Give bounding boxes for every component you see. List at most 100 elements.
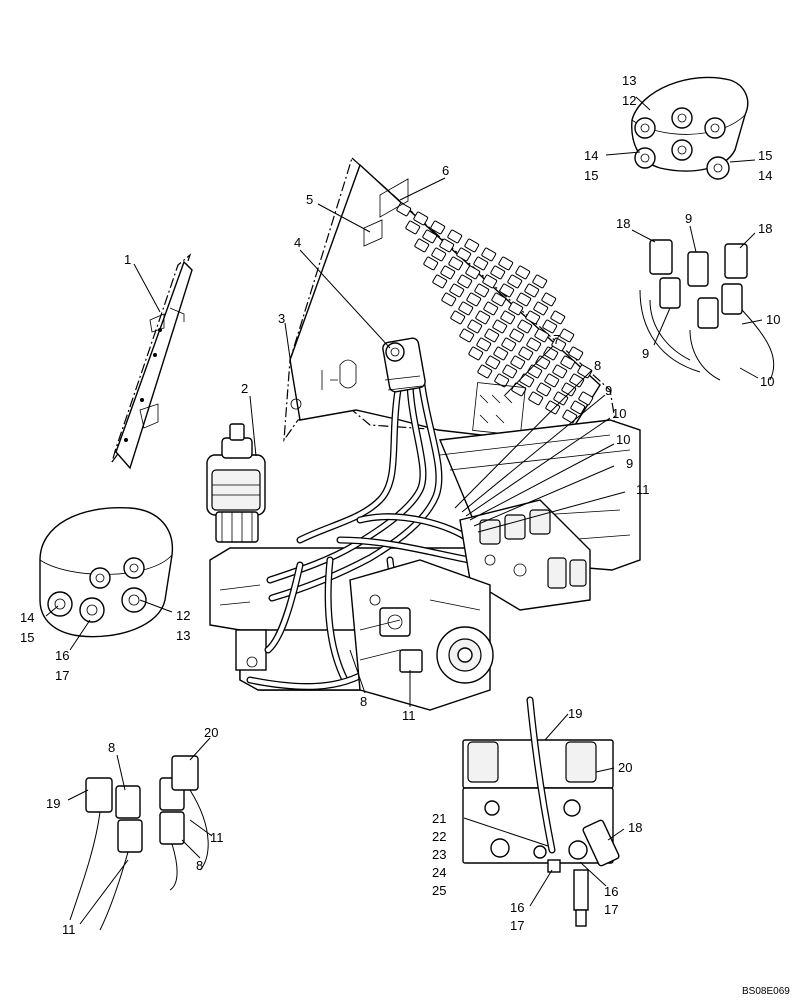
callout-18: 18 [758, 221, 772, 236]
callout-16: 16 [510, 900, 524, 915]
grille-slot [465, 265, 481, 280]
callout-8: 8 [594, 358, 601, 373]
port-fittings [634, 107, 730, 180]
grille-slot [507, 274, 523, 289]
callout-4: 4 [294, 235, 301, 250]
grille-slot [450, 310, 466, 325]
callout-8: 8 [196, 858, 203, 873]
grille-slot [449, 283, 465, 298]
grille-slot [543, 346, 559, 361]
hydraulic-pump [349, 559, 494, 711]
grille-slot [544, 373, 560, 388]
grille-slot [474, 283, 490, 298]
inset-hose-connections-right [639, 239, 775, 381]
grille-slot [468, 346, 484, 361]
grille-slot [510, 355, 526, 370]
callout-17: 17 [604, 902, 618, 917]
callout-22: 22 [432, 829, 446, 844]
callout-17: 17 [55, 668, 69, 683]
grille-slot [477, 364, 493, 379]
callout-18: 18 [628, 820, 642, 835]
grille-slot [578, 391, 594, 406]
panel-grille-slots [396, 202, 594, 424]
grille-slot [490, 265, 506, 280]
grille-slot [498, 256, 514, 271]
grille-slot [405, 220, 421, 235]
callout-6: 6 [442, 163, 449, 178]
grille-slot [536, 382, 552, 397]
callout-11: 11 [636, 482, 650, 497]
grille-slot [515, 265, 531, 280]
grille-slot [518, 346, 534, 361]
grille-slot [500, 310, 516, 325]
grille-slot [502, 364, 518, 379]
grille-slot [482, 274, 498, 289]
callout-7: 7 [553, 332, 560, 347]
callout-18: 18 [616, 216, 630, 231]
grille-slot [509, 328, 525, 343]
grille-slot [528, 391, 544, 406]
grille-slot [422, 229, 438, 244]
grille-slot [499, 283, 515, 298]
callout-3: 3 [278, 311, 285, 326]
grille-slot [561, 382, 577, 397]
grille-slot [473, 256, 489, 271]
grille-slot [569, 373, 585, 388]
grille-slot [508, 301, 524, 316]
grille-slot [466, 292, 482, 307]
grille-slot [501, 337, 517, 352]
callout-15: 15 [758, 148, 772, 163]
grille-slot [532, 274, 548, 289]
callout-16: 16 [55, 648, 69, 663]
callout-23: 23 [432, 847, 446, 862]
inset-valve-block-bottom-right [462, 696, 620, 927]
grille-slot [526, 337, 542, 352]
main-panel-assembly [283, 156, 616, 443]
callout-14: 14 [20, 610, 34, 625]
inset-fitting-block-top-right [631, 76, 749, 180]
callout-11: 11 [402, 708, 416, 723]
grille-slot [476, 337, 492, 352]
inset-hose-connections-bottom-left [69, 755, 209, 931]
callout-9: 9 [626, 456, 633, 471]
grille-slot [491, 292, 507, 307]
callout-labels: 1 2 3 4 5 6 7 8 9 10 10 9 11 8 11 13 12 … [20, 73, 790, 997]
fitting-assembly-part-4 [382, 337, 426, 393]
grille-slot [493, 346, 509, 361]
callout-12: 12 [176, 608, 190, 623]
callout-9: 9 [642, 346, 649, 361]
grille-slot [458, 301, 474, 316]
grille-slot [483, 301, 499, 316]
grille-slot [559, 328, 575, 343]
grille-slot [492, 319, 508, 334]
drawing-reference-code: BS08E069 [742, 986, 790, 997]
callout-13: 13 [176, 628, 190, 643]
grille-slot [423, 256, 439, 271]
callout-14: 14 [758, 168, 772, 183]
grille-slot [517, 319, 533, 334]
grille-slot [457, 274, 473, 289]
grille-slot [430, 220, 446, 235]
grille-slot [570, 400, 586, 415]
grille-slot [516, 292, 532, 307]
callout-15: 15 [20, 630, 34, 645]
grille-slot [550, 310, 566, 325]
callout-15: 15 [584, 168, 598, 183]
grille-slot [448, 256, 464, 271]
grille-slot [456, 247, 472, 262]
grille-slot [467, 319, 483, 334]
callout-13: 13 [622, 73, 636, 88]
leader-lines [45, 96, 763, 925]
grille-slot [494, 373, 510, 388]
drive-motor-part-2 [206, 423, 266, 543]
callout-8: 8 [108, 740, 115, 755]
grille-slot [552, 364, 568, 379]
callout-5: 5 [306, 192, 313, 207]
callout-17: 17 [510, 918, 524, 933]
inset-fitting-block-left [39, 507, 174, 638]
grille-slot [535, 355, 551, 370]
grille-slot [541, 292, 557, 307]
grille-slot [431, 247, 447, 262]
grille-slot [525, 310, 541, 325]
callout-24: 24 [432, 865, 446, 880]
